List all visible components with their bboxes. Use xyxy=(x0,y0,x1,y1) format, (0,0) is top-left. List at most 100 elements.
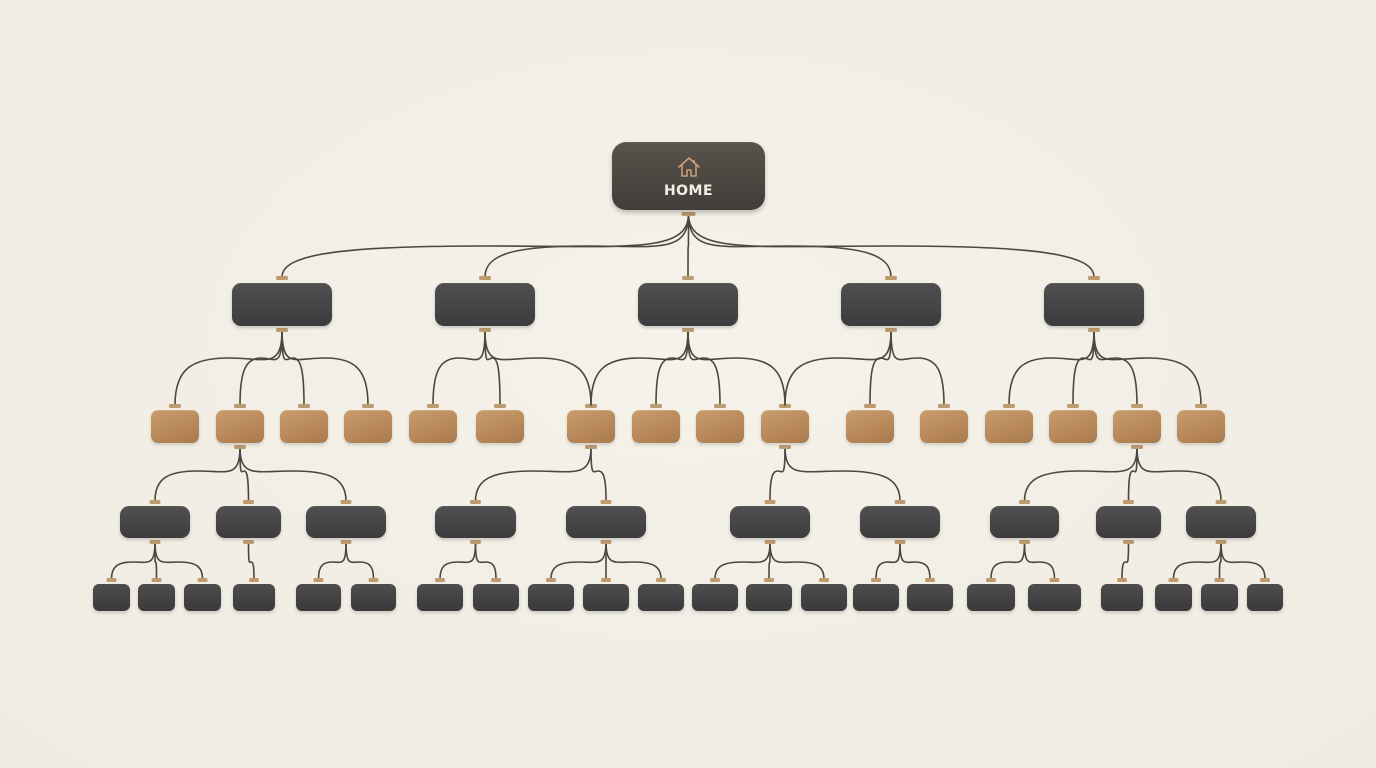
connector-line xyxy=(590,446,607,502)
connector-line xyxy=(655,329,689,406)
connector-line xyxy=(1121,541,1130,580)
connector-tab xyxy=(494,404,506,408)
connector-tab xyxy=(149,500,161,504)
connector-line xyxy=(1136,446,1222,502)
category-node-1[interactable] xyxy=(151,410,199,443)
subpage-node-1[interactable] xyxy=(93,584,130,611)
connector-line xyxy=(1127,446,1138,502)
category-node-10[interactable] xyxy=(761,410,809,443)
connector-line xyxy=(247,541,255,580)
connector-tab xyxy=(470,500,481,504)
connector-line xyxy=(1093,329,1202,406)
connector-tab xyxy=(764,500,776,504)
connector-line xyxy=(439,541,477,580)
section-node-1[interactable] xyxy=(232,283,332,326)
page-node-2[interactable] xyxy=(216,506,281,538)
connector-tab xyxy=(546,578,556,582)
connector-tab xyxy=(938,404,950,408)
category-node-2[interactable] xyxy=(216,410,264,443)
subpage-node-6[interactable] xyxy=(351,584,396,611)
subpage-node-8[interactable] xyxy=(473,584,519,611)
category-node-5[interactable] xyxy=(409,410,457,443)
connector-line xyxy=(281,329,369,406)
connector-line xyxy=(345,541,375,580)
subpage-node-19[interactable] xyxy=(1101,584,1143,611)
subpage-node-15[interactable] xyxy=(853,584,899,611)
category-node-13[interactable] xyxy=(985,410,1033,443)
connector-line xyxy=(687,329,786,406)
subpage-node-17[interactable] xyxy=(967,584,1015,611)
subpage-node-12[interactable] xyxy=(692,584,738,611)
subpage-node-7[interactable] xyxy=(417,584,463,611)
category-node-7[interactable] xyxy=(567,410,615,443)
category-node-14[interactable] xyxy=(1049,410,1097,443)
connector-tab xyxy=(340,500,352,504)
category-node-6[interactable] xyxy=(476,410,524,443)
section-node-4[interactable] xyxy=(841,283,941,326)
connector-line xyxy=(550,541,607,580)
category-node-9[interactable] xyxy=(696,410,744,443)
page-node-5[interactable] xyxy=(566,506,646,538)
category-node-15[interactable] xyxy=(1113,410,1161,443)
connector-tab xyxy=(149,540,161,544)
subpage-node-11[interactable] xyxy=(638,584,684,611)
connector-tab xyxy=(106,578,117,582)
connector-tab xyxy=(234,445,246,449)
connector-line xyxy=(110,541,156,580)
connector-tab xyxy=(885,276,897,280)
connector-tab xyxy=(298,404,310,408)
connector-line xyxy=(890,329,945,406)
home-node[interactable]: HOME xyxy=(612,142,765,210)
connector-tab xyxy=(779,445,791,449)
connector-tab xyxy=(925,578,935,582)
page-node-6[interactable] xyxy=(730,506,810,538)
category-node-4[interactable] xyxy=(344,410,392,443)
subpage-node-18[interactable] xyxy=(1028,584,1081,611)
connector-tab xyxy=(682,328,694,332)
connector-line xyxy=(899,541,931,580)
connector-tab xyxy=(1215,540,1227,544)
page-node-7[interactable] xyxy=(860,506,940,538)
page-node-8[interactable] xyxy=(990,506,1059,538)
connector-tab xyxy=(169,404,181,408)
category-node-3[interactable] xyxy=(280,410,328,443)
page-node-4[interactable] xyxy=(435,506,516,538)
section-node-2[interactable] xyxy=(435,283,535,326)
category-node-16[interactable] xyxy=(1177,410,1225,443)
page-node-9[interactable] xyxy=(1096,506,1161,538)
connector-tab xyxy=(368,578,379,582)
connector-tab xyxy=(1067,404,1079,408)
subpage-node-22[interactable] xyxy=(1247,584,1283,611)
connector-tab xyxy=(1131,404,1143,408)
subpage-node-4[interactable] xyxy=(233,584,275,611)
subpage-node-13[interactable] xyxy=(746,584,792,611)
page-node-1[interactable] xyxy=(120,506,190,538)
section-node-5[interactable] xyxy=(1044,283,1144,326)
category-node-12[interactable] xyxy=(920,410,968,443)
section-node-3[interactable] xyxy=(638,283,738,326)
subpage-node-20[interactable] xyxy=(1155,584,1192,611)
subpage-node-10[interactable] xyxy=(583,584,629,611)
connector-tab xyxy=(479,328,491,332)
connector-line xyxy=(432,329,486,406)
page-node-10[interactable] xyxy=(1186,506,1256,538)
subpage-node-2[interactable] xyxy=(138,584,175,611)
connector-tab xyxy=(197,578,208,582)
connector-tab xyxy=(600,540,612,544)
subpage-node-16[interactable] xyxy=(907,584,953,611)
connector-tab xyxy=(1195,404,1207,408)
connector-tab xyxy=(1019,500,1030,504)
category-node-11[interactable] xyxy=(846,410,894,443)
connector-line xyxy=(1023,541,1056,580)
connector-line xyxy=(281,329,305,406)
subpage-node-5[interactable] xyxy=(296,584,341,611)
category-node-8[interactable] xyxy=(632,410,680,443)
subpage-node-3[interactable] xyxy=(184,584,221,611)
subpage-node-9[interactable] xyxy=(528,584,574,611)
subpage-node-14[interactable] xyxy=(801,584,847,611)
subpage-node-21[interactable] xyxy=(1201,584,1238,611)
connector-tab xyxy=(1049,578,1060,582)
connector-tab xyxy=(682,276,694,280)
page-node-3[interactable] xyxy=(306,506,386,538)
